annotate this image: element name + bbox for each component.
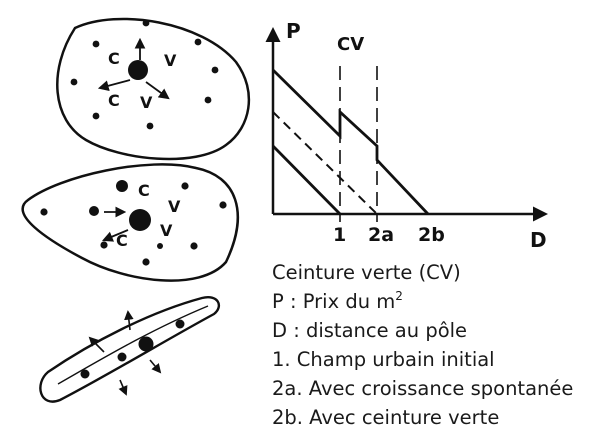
x-axis-label: D [530, 228, 547, 252]
curve-green-belt [273, 70, 428, 214]
legend-p-text: P : Prix du m [272, 290, 395, 313]
label-v-2: V [140, 93, 153, 112]
label-v-2: V [160, 221, 173, 240]
legend-item-2a: 2a. Avec croissance spontanée [272, 374, 573, 403]
label-c-2: C [108, 91, 120, 110]
legend-d: D : distance au pôle [272, 316, 573, 345]
label-c-1: C [108, 49, 120, 68]
label-c-2: C [116, 231, 128, 250]
label-v-1: V [164, 51, 177, 70]
city-centre [128, 60, 148, 80]
tick-1: 1 [333, 224, 346, 246]
legend-p: P : Prix du m2 [272, 287, 573, 316]
city-sketch-linear [40, 297, 219, 401]
legend-item-1: 1. Champ urbain initial [272, 345, 573, 374]
city-centre [129, 209, 151, 231]
legend: Ceinture verte (CV) P : Prix du m2 D : d… [272, 258, 573, 432]
growth-arrows [90, 312, 160, 394]
curve-initial [273, 146, 340, 214]
legend-p-exponent: 2 [395, 289, 403, 303]
city-sketch-spontaneous: C C V V [23, 164, 238, 280]
label-c-1: C [138, 181, 150, 200]
tick-2b: 2b [418, 224, 445, 246]
label-v-1: V [168, 197, 181, 216]
price-distance-graph: P D CV 1 2a 2b [273, 19, 547, 252]
city-centre [139, 337, 154, 352]
y-axis-label: P [286, 19, 301, 43]
satellite-dots [81, 320, 185, 379]
legend-cv: Ceinture verte (CV) [272, 258, 573, 287]
tick-2a: 2a [368, 224, 394, 246]
cv-label: CV [337, 34, 364, 55]
city-sketch-initial: C C V V [57, 19, 249, 159]
